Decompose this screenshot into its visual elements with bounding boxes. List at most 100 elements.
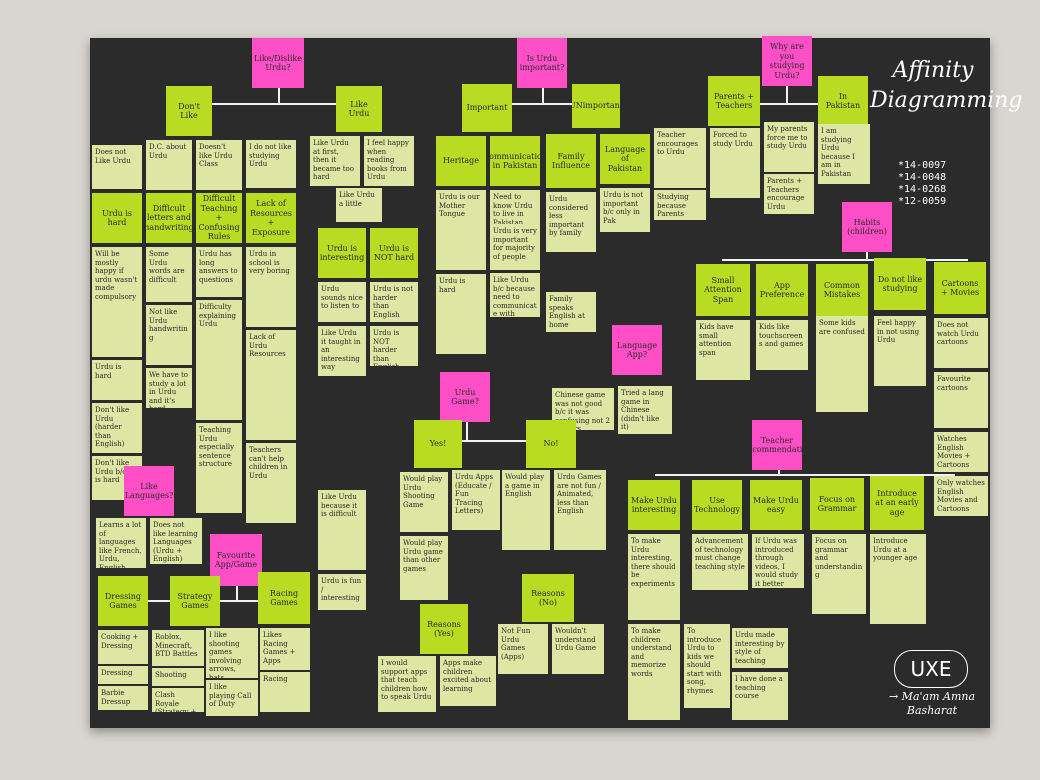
sticky-note: Will be mostly happy if urdu wasn't made… [92, 247, 142, 357]
sticky-note: I have done a teaching course [732, 672, 788, 720]
sticky-note: Dressing [98, 666, 148, 684]
sticky-note: I am studying Urdu because I am in Pakis… [818, 124, 870, 184]
connector-line [466, 420, 468, 442]
sticky-note: Shooting [152, 668, 204, 686]
sticky-note: Like Urdu because it is difficult [318, 490, 366, 570]
sticky-teacher-rec-header: Teacher Recommendation [752, 420, 802, 470]
sticky-note: I like shooting games involving arrows, … [206, 628, 258, 678]
sticky-note: Feel happy in not using Urdu [874, 316, 926, 386]
sticky-group: Introduce at an early age [870, 476, 924, 530]
sticky-note: Urdu sounds nice to listen to [318, 282, 366, 322]
sticky-like-dislike-header: Like/Dislike Urdu? [252, 38, 304, 88]
sticky-note: Clash Royale (Strategy + War) [152, 688, 204, 712]
sticky-reasons-yes: Reasons (Yes) [420, 604, 468, 654]
connector-line [655, 474, 955, 476]
sticky-group: Focus on Grammar [810, 478, 864, 530]
board-title: Affinity Diagramming [870, 58, 1023, 113]
sticky-parents-teachers: Parents + Teachers [708, 76, 760, 126]
sticky-note: Not like Urdu handwriting [146, 305, 192, 365]
sticky-group: Make Urdu easy [750, 480, 802, 530]
sticky-yes: Yes! [414, 420, 462, 468]
sticky-note: Does not like learning Languages (Urdu +… [150, 518, 202, 564]
sticky-note: Would play Urdu game than other games [400, 536, 448, 600]
sticky-note: If Urdu was introduced through videos, I… [752, 534, 804, 588]
sticky-note: Only watches English Movies and Cartoons [934, 476, 988, 516]
sticky-note: Urdu is not important b/c only in Pak [600, 188, 650, 232]
sticky-note: Lack of Urdu Resources [246, 330, 296, 440]
uxe-cloud-logo: UXE [894, 650, 968, 688]
sticky-note: Favourite cartoons [934, 372, 988, 428]
sticky-note: Teacher encourages to Urdu [654, 128, 706, 188]
sticky-note: Kids have small attention span [696, 320, 750, 380]
sticky-note: Does not Like Urdu [92, 145, 142, 189]
sticky-note: Barbie Dressup [98, 686, 148, 710]
sticky-dont-like: Don't Like [166, 86, 212, 136]
sticky-note: Would play Urdu Shooting Game [400, 472, 448, 532]
sticky-group: Urdu is hard [92, 193, 142, 243]
sticky-important: Important [462, 84, 512, 132]
sticky-note: Chinese game was not good b/c it was con… [552, 388, 614, 430]
sticky-note: Family speaks English at home [546, 292, 596, 332]
sticky-note: Kids like touchscreens and games [756, 320, 808, 370]
connector-line [786, 86, 788, 104]
connector-line [278, 86, 280, 104]
connector-line [542, 86, 544, 104]
sticky-group: Language of Pakistan [600, 134, 650, 184]
sticky-note: Cooking + Dressing [98, 630, 148, 664]
student-id: *12-0059 [898, 196, 947, 207]
sticky-note: Teaching Urdu especially sentence struct… [196, 423, 242, 513]
connector-line [236, 584, 238, 602]
connector-line [760, 103, 820, 105]
sticky-note: Urdu made interesting by style of teachi… [732, 628, 788, 668]
sticky-note: Advancement of technology must change te… [692, 534, 748, 590]
sticky-note: Learns a lot of languages like French, U… [96, 518, 146, 568]
sticky-note: Doesn't like Urdu Class [196, 140, 242, 190]
sticky-note: Some kids are confused [816, 316, 868, 412]
sticky-why-study-header: Why are you studying Urdu? [762, 36, 812, 86]
sticky-note: Teachers can't help children in Urdu [246, 443, 296, 523]
sticky-note: Not Fun Urdu Games (Apps) [498, 624, 548, 674]
sticky-note: Does not watch Urdu cartoons [934, 318, 988, 368]
sticky-note: Likes Racing Games + Apps [260, 628, 310, 670]
sticky-note: I would support apps that teach children… [378, 656, 436, 712]
sticky-note: D.C. about Urdu [146, 140, 192, 190]
sticky-unimportant: UNimportant [572, 84, 620, 128]
sticky-group: Lack of Resources + Exposure [246, 193, 296, 243]
sticky-note: Like Urdu a little [336, 188, 382, 222]
sticky-language-app-header: Language App? [612, 325, 662, 375]
sticky-note: I like playing Call of Duty [206, 680, 258, 716]
connector-line [208, 103, 360, 105]
sticky-note: Urdu is hard [436, 274, 486, 354]
sticky-note: Tried a lang game in Chinese (didn't lik… [618, 386, 672, 434]
sticky-note: Urdu considered less important by family [546, 192, 596, 252]
sticky-group: Difficult letters and handwriting [146, 193, 192, 243]
sticky-group: Common Mistakes [816, 264, 868, 316]
sticky-note: Studying because Parents [654, 190, 706, 220]
sticky-note: Urdu Games are not fun / Animated, less … [554, 470, 606, 550]
sticky-habits-header: Habits (children) [842, 202, 892, 252]
sticky-note: I do not like studying Urdu [246, 140, 296, 188]
sticky-urdu-game-header: Urdu Game? [440, 372, 490, 422]
sticky-note: Urdu Apps (Educate / Fun Tracing Letters… [452, 470, 500, 530]
sticky-note: To introduce Urdu to kids we should star… [684, 624, 730, 708]
sticky-note: Wouldn't understand Urdu Game [552, 624, 604, 674]
sticky-note: Like Urdu it taught in an interesting wa… [318, 326, 366, 376]
student-id: *14-0048 [898, 172, 947, 183]
sticky-like: Like Urdu [336, 86, 382, 132]
sticky-group: Make Urdu interesting [628, 480, 680, 530]
sticky-group: Small Attention Span [696, 264, 750, 316]
sticky-group: Heritage [436, 136, 486, 186]
sticky-group: Racing Games [258, 572, 310, 624]
credit-text: → Ma'am Amna Basharat [888, 690, 976, 717]
sticky-group: Dressing Games [98, 576, 148, 626]
student-ids: *14-0097 *14-0048 *14-0268 *12-0059 [898, 160, 946, 208]
connector-line [866, 248, 868, 260]
sticky-note: Urdu is fun / interesting [318, 574, 366, 610]
sticky-group: Difficult Teaching + Confusing Rules [196, 193, 242, 243]
sticky-note: To make Urdu interesting, there should b… [628, 534, 680, 620]
sticky-note: My parents force me to study Urdu [764, 122, 814, 172]
sticky-note: Urdu in school is very boring [246, 247, 296, 327]
sticky-group: Family Influence [546, 134, 596, 188]
sticky-note: Urdu has long answers to questions [196, 247, 242, 297]
sticky-note: Urdu is hard [92, 360, 142, 400]
